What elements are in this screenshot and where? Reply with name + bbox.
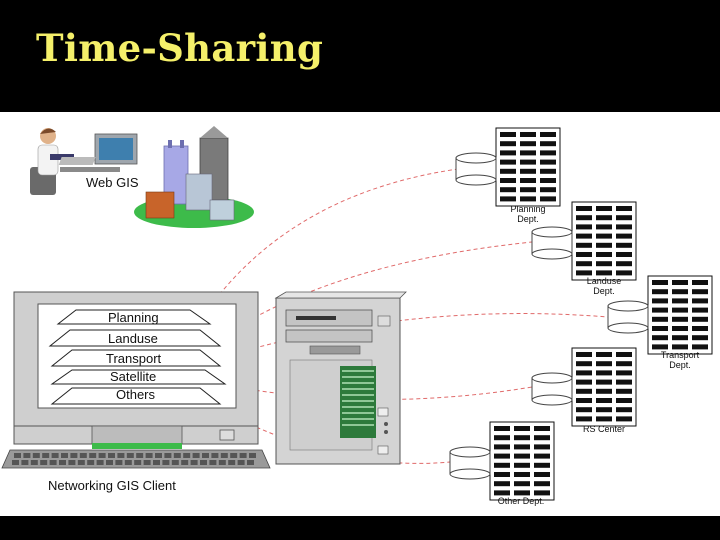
key-icon: [230, 453, 238, 458]
web-gis-label: Web GIS: [86, 175, 139, 190]
key-icon: [134, 460, 142, 465]
node-other-building-icon: [489, 421, 555, 501]
node-transport-database-icon: [607, 300, 649, 334]
key-icon: [77, 460, 85, 465]
node-planning-database-icon: [455, 152, 497, 186]
key-icon: [136, 453, 144, 458]
key-icon: [23, 453, 31, 458]
web-gis-illustration: Web GIS: [30, 126, 254, 228]
node-transport-building-icon: [647, 275, 713, 355]
menu-item-satellite: Satellite: [110, 369, 156, 384]
node-label-planning-1: Planning: [510, 204, 545, 214]
client-monitor: Planning Landuse Transport Satellite Oth…: [13, 291, 259, 449]
menu-item-transport: Transport: [106, 351, 162, 366]
key-icon: [49, 460, 57, 465]
node-label-rs-center: RS Center: [583, 424, 625, 434]
node-label-landuse-1: Landuse: [587, 276, 622, 286]
key-icon: [40, 460, 48, 465]
node-label-landuse-2: Dept.: [593, 286, 615, 296]
key-icon: [162, 460, 170, 465]
key-icon: [209, 460, 217, 465]
key-icon: [143, 460, 151, 465]
node-landuse-building-icon: [571, 201, 637, 281]
connection-lines: [214, 168, 609, 464]
key-icon: [249, 453, 256, 458]
menu-layer-satellite: [50, 369, 227, 385]
node-label-planning-2: Dept.: [517, 214, 539, 224]
key-icon: [211, 453, 219, 458]
key-icon: [153, 460, 160, 465]
connection-line-landuse: [229, 241, 533, 333]
key-icon: [239, 453, 247, 458]
key-icon: [87, 460, 95, 465]
key-icon: [202, 453, 209, 458]
bottom-bar: [0, 516, 720, 540]
slide-title: Time-Sharing: [36, 26, 324, 70]
node-label-transport-1: Transport: [661, 350, 700, 360]
node-landuse-database-icon: [531, 226, 573, 260]
key-icon: [61, 453, 68, 458]
keyboard-icon: [1, 449, 271, 469]
node-other-database-icon: [449, 446, 491, 480]
key-icon: [115, 460, 123, 465]
key-icon: [173, 453, 181, 458]
key-icon: [155, 453, 162, 458]
node-rs-center-database-icon: [531, 372, 573, 406]
node-rs-center-building-icon: [571, 347, 637, 427]
menu-item-planning: Planning: [108, 310, 159, 325]
title-bar: Time-Sharing: [0, 0, 720, 112]
user-at-desk-icon: [30, 128, 138, 195]
key-icon: [183, 453, 191, 458]
time-sharing-diagram: Web GIS: [1, 126, 713, 506]
key-icon: [237, 460, 245, 465]
key-icon: [96, 460, 104, 465]
menu-layer-others: [50, 387, 222, 405]
key-icon: [117, 453, 125, 458]
key-icon: [145, 453, 153, 458]
menu-layer-transport: [50, 349, 222, 367]
server-tower-icon: [274, 291, 407, 465]
node-label-transport-2: Dept.: [669, 360, 691, 370]
key-icon: [164, 453, 172, 458]
key-icon: [12, 460, 19, 465]
key-icon: [79, 453, 87, 458]
key-icon: [126, 453, 134, 458]
city-icon: [134, 126, 254, 228]
key-icon: [14, 453, 21, 458]
key-icon: [98, 453, 106, 458]
key-icon: [59, 460, 66, 465]
key-icon: [89, 453, 97, 458]
menu-layer-landuse: [48, 329, 222, 347]
key-icon: [21, 460, 29, 465]
key-icon: [124, 460, 132, 465]
client-label: Networking GIS Client: [48, 478, 176, 493]
key-icon: [228, 460, 236, 465]
key-icon: [70, 453, 78, 458]
key-icon: [190, 460, 198, 465]
connection-line-planning: [214, 168, 459, 301]
key-icon: [171, 460, 179, 465]
key-icon: [32, 453, 40, 458]
key-icon: [220, 453, 228, 458]
key-icon: [51, 453, 59, 458]
node-planning-building-icon: [495, 127, 561, 207]
menu-layer-planning: [56, 309, 212, 325]
key-icon: [218, 460, 226, 465]
key-icon: [247, 460, 254, 465]
key-icon: [42, 453, 50, 458]
key-icon: [108, 453, 115, 458]
key-icon: [106, 460, 113, 465]
key-icon: [200, 460, 207, 465]
key-icon: [68, 460, 76, 465]
key-icon: [30, 460, 38, 465]
key-icon: [181, 460, 189, 465]
diagram-area: Web GIS: [0, 112, 720, 516]
menu-item-landuse: Landuse: [108, 331, 158, 346]
menu-item-others: Others: [116, 387, 156, 402]
node-label-other: Other Dept.: [498, 496, 545, 506]
menu-layers: [48, 309, 227, 405]
key-icon: [192, 453, 200, 458]
